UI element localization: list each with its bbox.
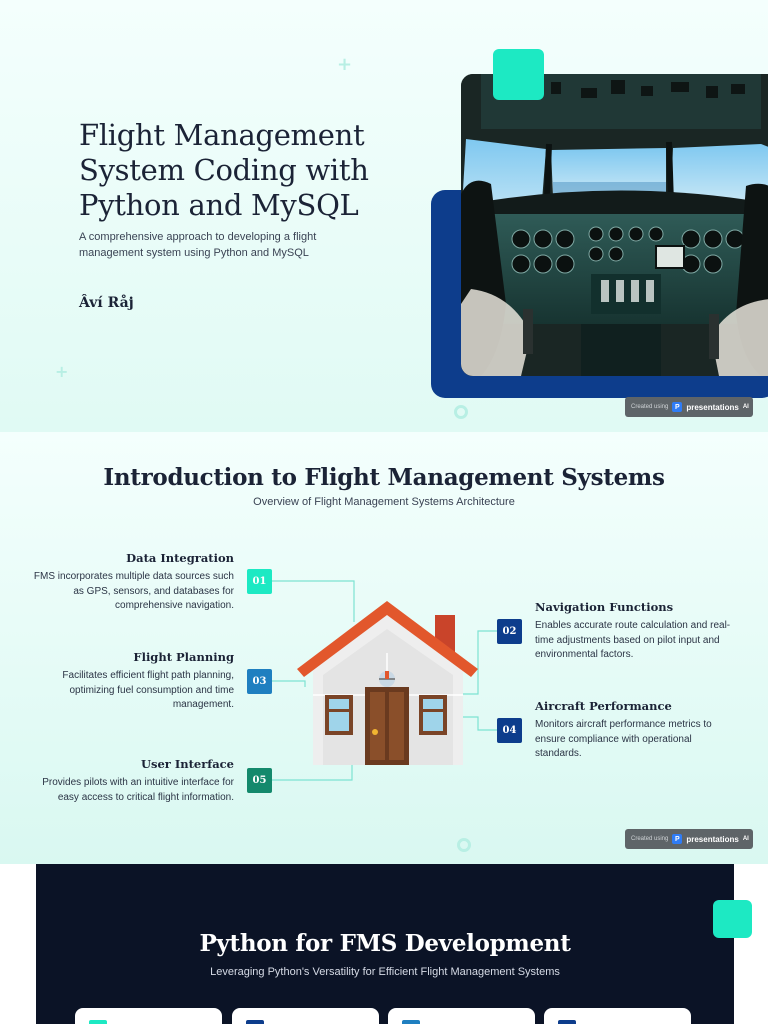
feature-title: Aircraft Performance [535,699,672,713]
feature-navigation-functions: Navigation Functions Enables accurate ro… [535,600,735,663]
feature-aircraft-performance: Aircraft Performance Monitors aircraft p… [535,699,725,762]
feature-description: Monitors aircraft performance metrics to… [535,719,712,759]
feature-description: Provides pilots with an intuitive interf… [42,777,234,803]
plus-decoration-icon: + [337,54,353,75]
number-badge-01: 01 [247,569,272,594]
feature-card [232,1008,379,1024]
feature-card [388,1008,535,1024]
connector-lines [272,580,497,781]
python-slide: Python for FMS Development Leveraging Py… [0,864,768,1024]
feature-description: Enables accurate route calculation and r… [535,620,731,660]
cockpit-image [461,74,768,376]
feature-flight-planning: Flight Planning Facilitates efficient fl… [40,650,234,713]
intro-slide: Introduction to Flight Management System… [0,432,768,864]
number-badge-05: 05 [247,768,272,793]
badge-brand-label: presentations [686,402,739,412]
number-badge-04: 04 [497,718,522,743]
card-icon [558,1020,576,1024]
plus-decoration-icon: + [55,362,69,381]
house-puzzle-illustration [297,601,478,765]
slide-subtitle: Leveraging Python's Versatility for Effi… [210,966,560,978]
created-using-badge[interactable]: Created using P presentations AI [625,829,753,849]
slide-title: Introduction to Flight Management System… [103,464,665,491]
feature-data-integration: Data Integration FMS incorporates multip… [30,551,234,614]
ring-decoration-icon [454,405,468,419]
feature-title: Data Integration [126,551,234,565]
feature-description: Facilitates efficient flight path planni… [62,670,234,710]
feature-title: Flight Planning [133,650,234,664]
number-badge-03: 03 [247,669,272,694]
number-badge-02: 02 [497,619,522,644]
card-icon [402,1020,420,1024]
badge-created-label: Created using [631,404,669,410]
slide-title: Flight Management System Coding with Pyt… [79,118,369,222]
title-slide: + + Flight Management System Coding with… [0,0,768,432]
feature-title: Navigation Functions [535,600,674,614]
feature-title: User Interface [140,757,234,771]
feature-user-interface: User Interface Provides pilots with an i… [34,757,234,805]
card-icon [89,1020,107,1024]
ring-decoration-icon [457,838,471,852]
badge-brand-suffix: AI [742,404,749,410]
presentations-logo-icon: P [672,834,683,844]
presentations-logo-icon: P [672,402,683,412]
badge-brand-label: presentations [686,834,739,844]
feature-card [544,1008,691,1024]
card-icon [246,1020,264,1024]
slide-subtitle: Overview of Flight Management Systems Ar… [253,496,515,508]
dark-background-panel [36,864,734,1024]
badge-brand-suffix: AI [742,836,749,842]
author-name: Âví Råj [79,295,134,311]
feature-description: FMS incorporates multiple data sources s… [33,571,234,611]
slide-title: Python for FMS Development [199,930,571,957]
accent-square [713,900,752,938]
feature-card [75,1008,222,1024]
badge-created-label: Created using [631,836,669,842]
created-using-badge[interactable]: Created using P presentations AI [625,397,753,417]
slide-subtitle: A comprehensive approach to developing a… [79,231,317,259]
accent-square [493,49,544,100]
